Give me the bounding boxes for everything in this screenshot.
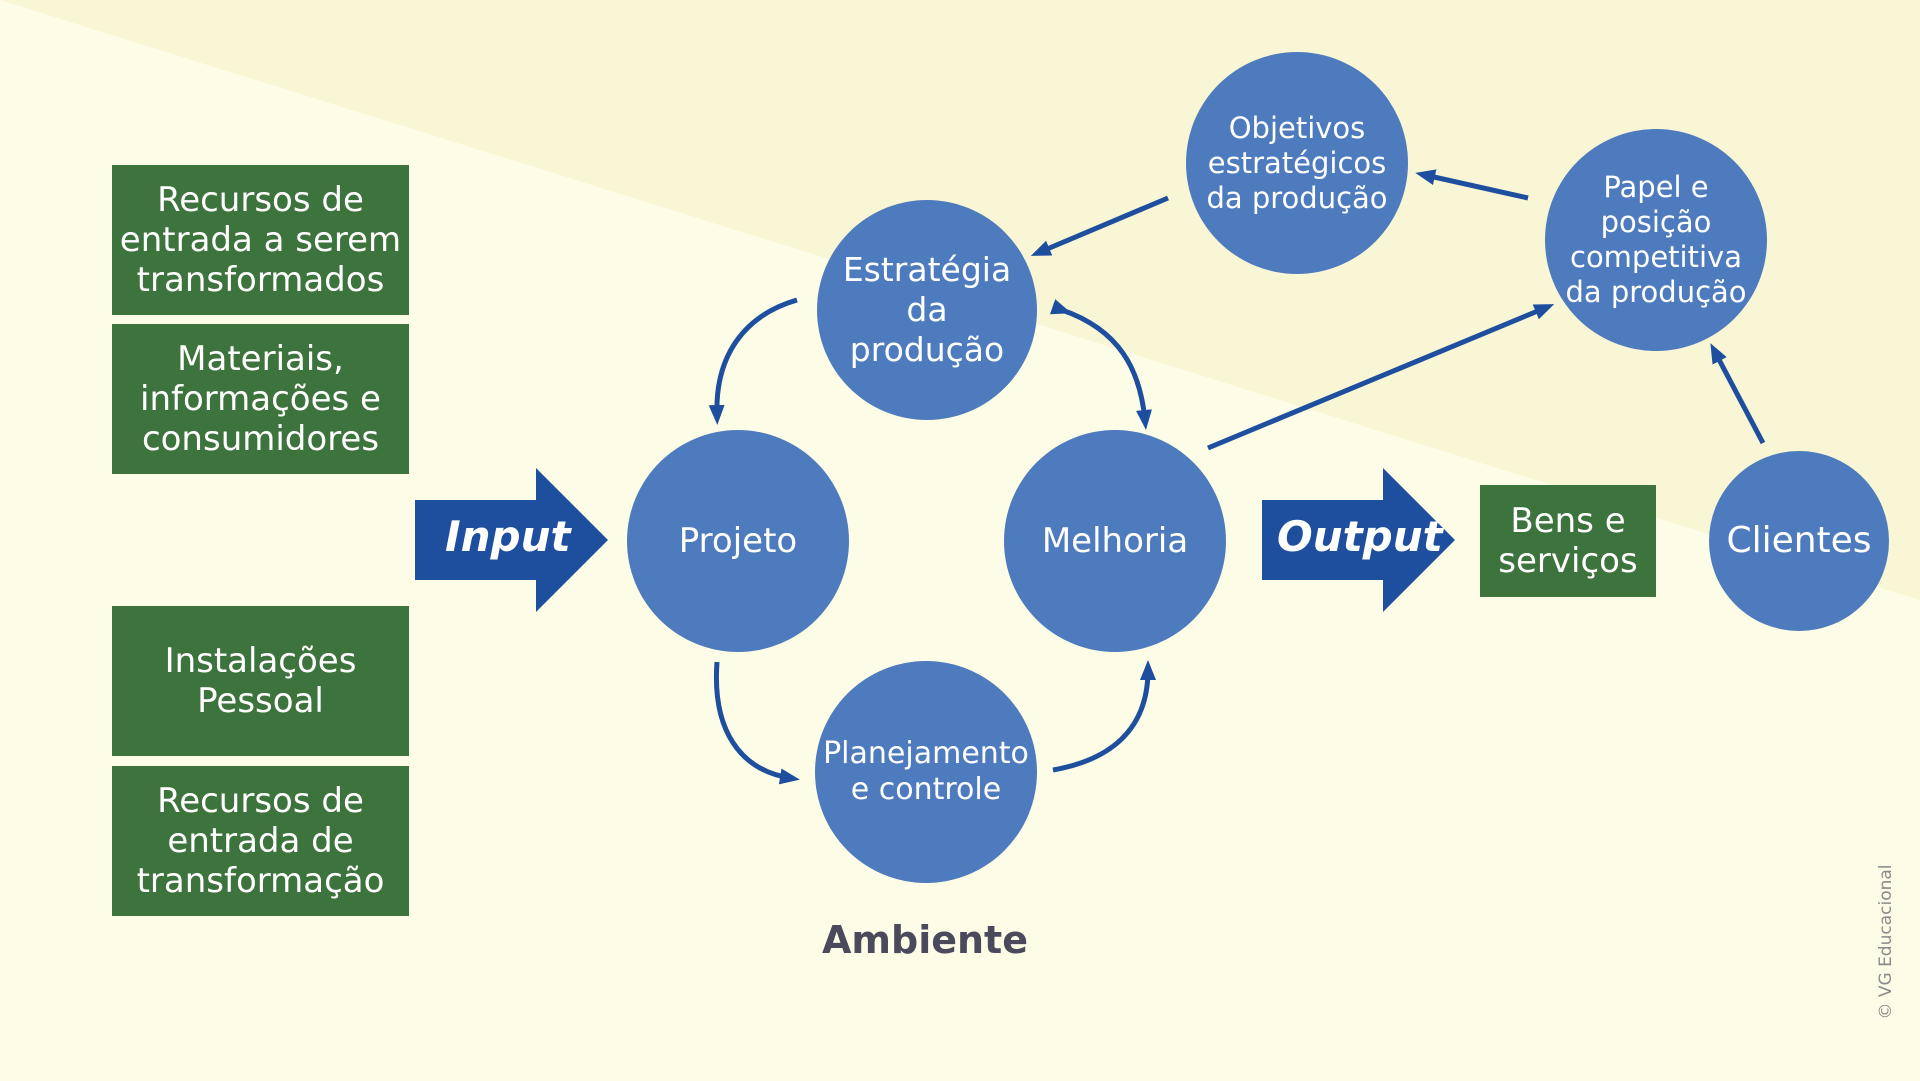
arrow-objectives-to-strategy — [1030, 195, 1169, 256]
input-box-facilities-staff: Instalações Pessoal — [112, 606, 409, 756]
input-arrow-shape — [415, 468, 608, 612]
circle-improvement: Melhoria — [1004, 430, 1226, 652]
arrow-improvement-to-role — [1207, 304, 1555, 451]
arrow-strategy-to-design — [708, 297, 798, 425]
circle-customers: Clientes — [1709, 451, 1889, 631]
output-box-goods-services: Bens e serviços — [1480, 485, 1656, 597]
circle-planning-control: Planejamento e controle — [815, 661, 1037, 883]
arrow-planning-to-improvement — [1052, 660, 1156, 773]
circle-production-strategy: Estratégia da produção — [817, 200, 1037, 420]
arrow-customers-to-role — [1710, 343, 1766, 445]
circle-design: Projeto — [627, 430, 849, 652]
input-box-transforming-resources: Recursos de entrada de transformação — [112, 766, 409, 916]
input-box-materials: Materiais, informações e consumidores — [112, 324, 409, 474]
caption-environment: Ambiente — [822, 918, 1028, 962]
arrow-design-to-planning — [713, 661, 800, 785]
arrow-role-to-objectives — [1415, 169, 1529, 201]
input-box-transformed-resources: Recursos de entrada a serem transformado… — [112, 165, 409, 315]
circle-competitive-role: Papel e posição competitiva da produção — [1545, 129, 1767, 351]
circle-strategic-objectives: Objetivos estratégicos da produção — [1186, 52, 1408, 274]
credit-text: © VG Educacional — [1876, 864, 1896, 1020]
arrow-strategy-improvement-bidirectional — [1049, 299, 1152, 430]
output-arrow-shape — [1262, 468, 1455, 612]
input-arrow-label: Input — [445, 512, 571, 561]
output-arrow-label: Output — [1277, 512, 1443, 561]
